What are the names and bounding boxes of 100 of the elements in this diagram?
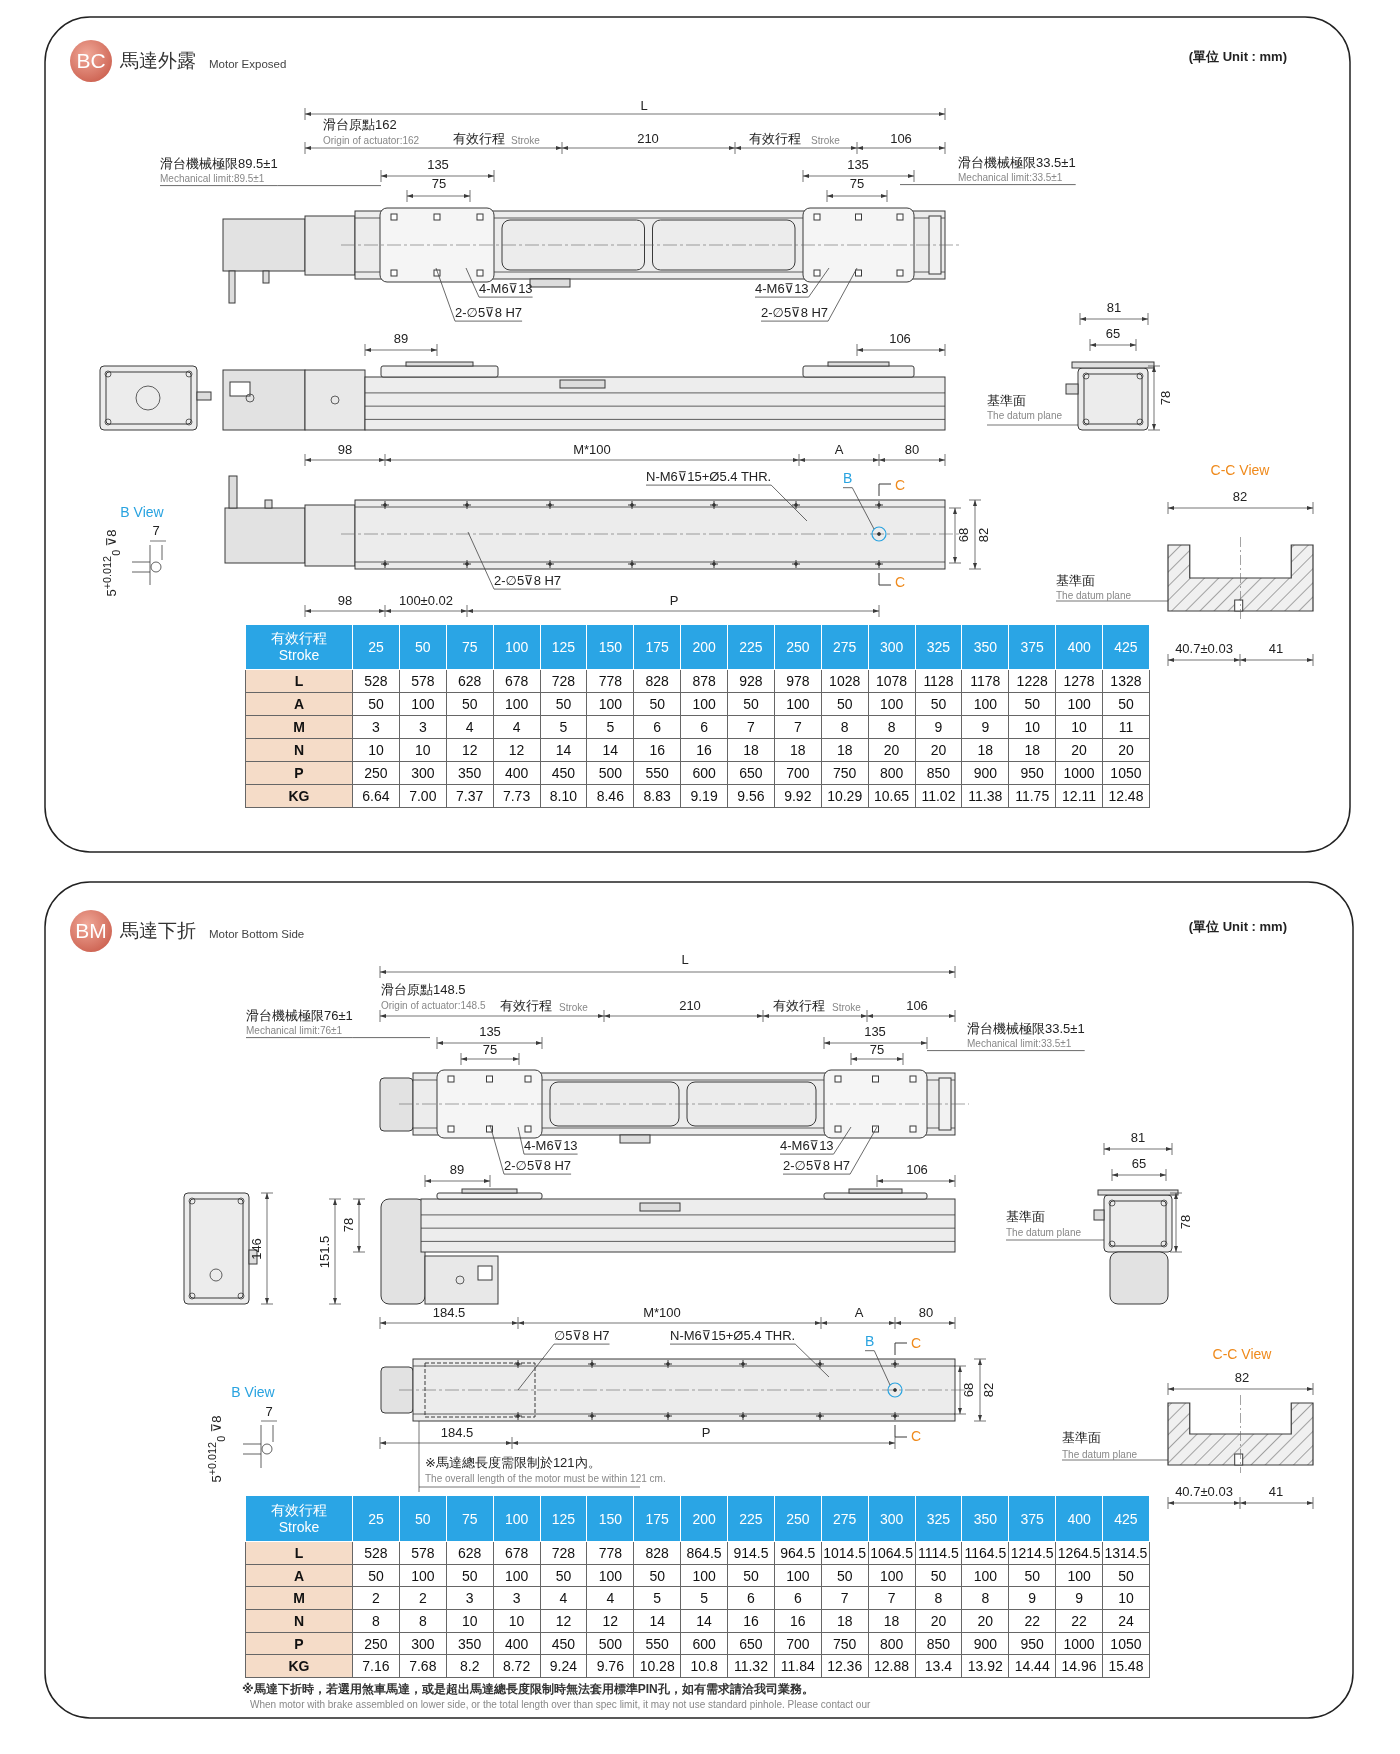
dimension-label: 106 (889, 331, 911, 347)
dimension-label: 210 (637, 131, 659, 147)
callout-label: 2-∅5⊽8 H7 (455, 305, 523, 321)
row-header-cell: A (245, 692, 353, 716)
note-text: ※馬達總長度需限制於121內。 (425, 1455, 601, 1471)
view-label: B View (231, 1385, 275, 1401)
header-cell: 425 (1102, 624, 1150, 670)
dimension-label: A (854, 1305, 864, 1321)
dimension-label: 135 (864, 1024, 886, 1040)
dimension-label: 98 (337, 442, 353, 458)
dimension-note: Origin of actuator:162 (323, 134, 420, 146)
dimension-label: 82 (981, 1382, 997, 1398)
header-cell: 125 (540, 1495, 587, 1542)
header-cell: 325 (915, 1495, 962, 1542)
callout-label: 4-M6⊽13 (524, 1138, 578, 1154)
callout-label: 2-∅5⊽8 H7 (783, 1158, 851, 1174)
dimension-label: 68 (961, 1382, 977, 1398)
datum-label: 基準面 (1006, 1209, 1045, 1225)
leader-line (517, 1126, 578, 1155)
header-cell: 100 (493, 624, 540, 670)
dimension-label: 81 (1106, 300, 1122, 316)
dimension-label: 78 (1178, 1214, 1194, 1230)
dimension-label: 82 (1234, 1370, 1250, 1386)
header-cell: 350 (961, 624, 1009, 670)
callout-label: 4-M6⊽13 (780, 1138, 834, 1154)
row-header-cell: L (245, 669, 353, 693)
callout-label: 2-∅5⊽8 H7 (504, 1158, 572, 1174)
row-header-cell: A (245, 1564, 353, 1587)
dimension-label: 有效行程 (773, 998, 825, 1014)
dimension-label: 有效行程 (749, 131, 801, 147)
row-header-cell: L (245, 1541, 353, 1565)
dimension-label: 75 (849, 176, 865, 192)
leader-line (465, 267, 533, 298)
limit-label: 滑台機械極限76±1 (246, 1009, 353, 1024)
dimension-note: Stroke (832, 1001, 861, 1013)
dimension-note: Stroke (811, 134, 840, 146)
dimension-label: M*100 (643, 1305, 681, 1321)
header-cell: 200 (680, 1495, 728, 1542)
leader-line (159, 185, 382, 186)
leader-line (245, 1037, 431, 1038)
dimension-label: 106 (890, 131, 912, 147)
datum-label: 基準面 (987, 393, 1026, 409)
row-header-cell: M (245, 1586, 353, 1610)
callout-label: N-M6⊽15+Ø5.4 THR. (646, 469, 772, 485)
leader-line (754, 267, 830, 298)
limit-label: 滑台機械極限33.5±1 (958, 156, 1076, 171)
dimension-label: 184.5 (440, 1425, 474, 1441)
dimension-label: 7 (265, 1404, 273, 1420)
row-header-cell: KG (245, 784, 353, 808)
leader-line (782, 1126, 878, 1175)
row-header-cell: N (245, 1609, 353, 1633)
note-text: The overall length of the motor must be within 121 cm. (425, 1472, 666, 1484)
header-cell: 300 (868, 624, 915, 670)
header-cell: 225 (727, 1495, 775, 1542)
limit-label: 滑台機械極限33.5±1 (967, 1022, 1085, 1037)
header-cell: 150 (586, 624, 634, 670)
header-cell: 有效行程 Stroke (245, 624, 353, 670)
dimension-label: 81 (1130, 1130, 1146, 1146)
section-subtitle: Motor Bottom Side (209, 927, 305, 941)
leader-line (435, 267, 523, 322)
row-header-cell: P (245, 1632, 353, 1655)
dimension-note: Origin of actuator:148.5 (381, 999, 486, 1011)
dimension-label: 7 (152, 523, 160, 539)
header-cell: 400 (1055, 1495, 1103, 1542)
section-mark: C (911, 1429, 922, 1445)
dimension-label: A (834, 442, 844, 458)
header-cell: 225 (727, 624, 775, 670)
limit-note: Mechanical limit:89.5±1 (160, 173, 266, 185)
dimension-note: Stroke (511, 134, 540, 146)
dimension-label: 65 (1131, 1156, 1147, 1172)
header-cell: 375 (1008, 624, 1056, 670)
dimension-label: 80 (918, 1305, 934, 1321)
dimension-label: 41 (1268, 1484, 1284, 1500)
dimension-label: 68 (956, 527, 972, 543)
dimension-label: 184.5 (432, 1305, 466, 1321)
datum-note: The datum plane (987, 409, 1063, 421)
header-cell: 125 (540, 624, 587, 670)
leader-line (864, 1350, 891, 1386)
dimension-label: P (701, 1425, 711, 1441)
dimension-label: 78 (1158, 390, 1174, 406)
dimension-label: 滑台原點162 (323, 117, 397, 133)
leader-line (779, 1126, 852, 1155)
dimension-label: 98 (337, 593, 353, 609)
section-subtitle: Motor Exposed (209, 57, 287, 71)
leader-line (760, 267, 858, 322)
dimension-label: 有效行程 (453, 131, 505, 147)
row-header-cell: N (245, 738, 353, 762)
limit-note: Mechanical limit:76±1 (246, 1025, 344, 1037)
dimension-label: 41 (1268, 641, 1284, 657)
header-cell: 250 (774, 624, 822, 670)
dimension-label: 106 (906, 1162, 928, 1178)
dimension-label: 135 (479, 1024, 501, 1040)
limit-note: Mechanical limit:33.5±1 (967, 1038, 1073, 1050)
header-cell: 175 (633, 624, 681, 670)
view-label: B View (120, 505, 164, 521)
datum-note: The datum plane (1062, 1448, 1138, 1460)
callout-label: 4-M6⊽13 (479, 281, 533, 297)
dimension-label: 有效行程 (500, 998, 552, 1014)
leader-line (645, 484, 808, 522)
dimension-label: L (640, 98, 648, 114)
